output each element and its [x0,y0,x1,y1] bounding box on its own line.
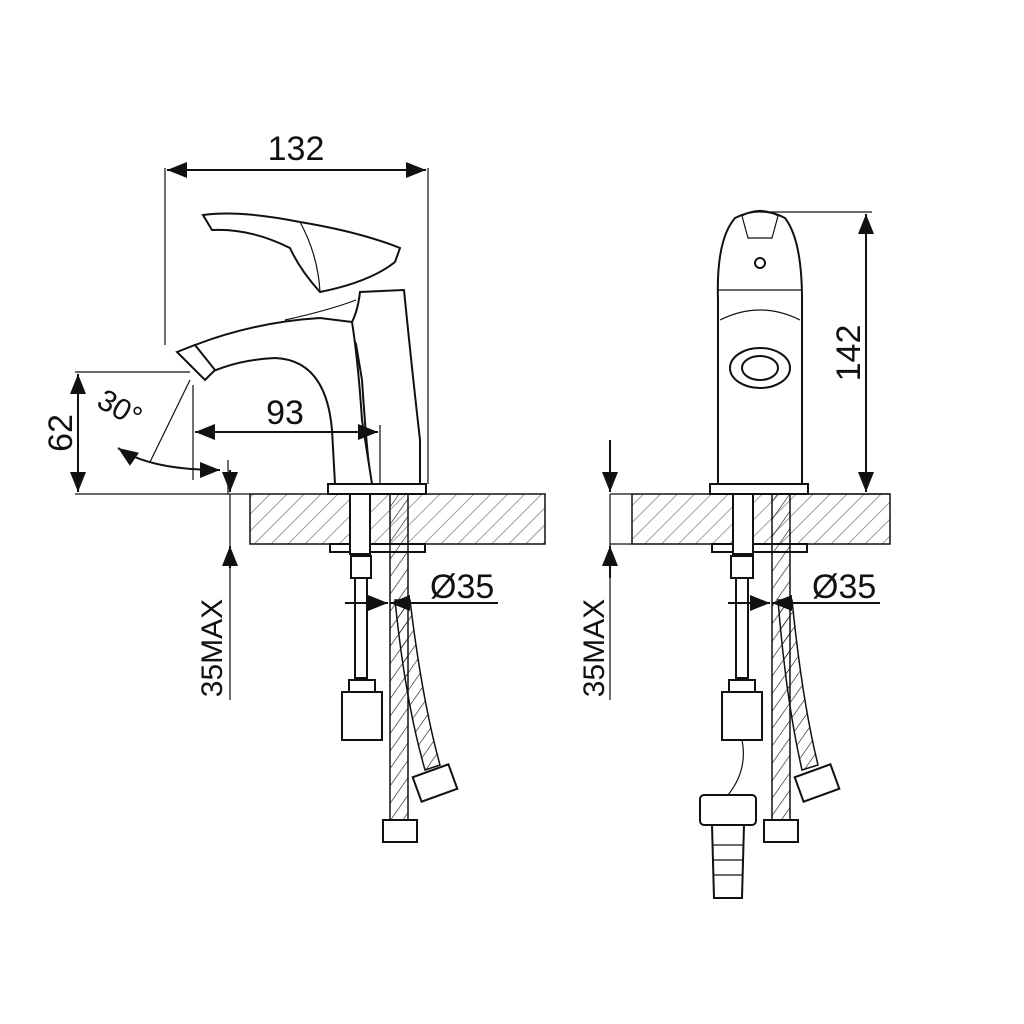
hose-barb-right [710,824,746,899]
lever-handle-side [201,212,402,294]
countertop-right [631,493,891,545]
mount-stud-right [732,493,754,555]
dim-diameter-right: Ø35 [812,568,876,606]
dim-total-height: 142 [830,325,868,382]
aerator-front [741,355,779,381]
flex-hose-left-b [394,599,441,771]
aerator-side [175,343,217,382]
flex-hose-right-b [777,599,819,771]
hose-nut-left-a [341,691,383,741]
hose-nut-right-a [721,691,763,741]
mount-stud-left [349,493,371,555]
dim-diameter-left: Ø35 [430,568,494,606]
hose-nut-right-b [699,794,757,826]
front-view: 142 Ø35 35MAX [578,209,891,899]
dim-height-under-spout: 62 [42,414,80,452]
dim-deck-left: 35MAX [196,599,229,697]
side-view: 132 93 62 30° Ø35 35MAX [42,130,546,843]
dim-spout-reach: 93 [266,394,304,432]
dim-width-top: 132 [268,130,325,168]
indicator-dot-front [754,257,766,269]
dim-angle: 30° [92,383,148,434]
dim-deck-right: 35MAX [578,599,611,697]
